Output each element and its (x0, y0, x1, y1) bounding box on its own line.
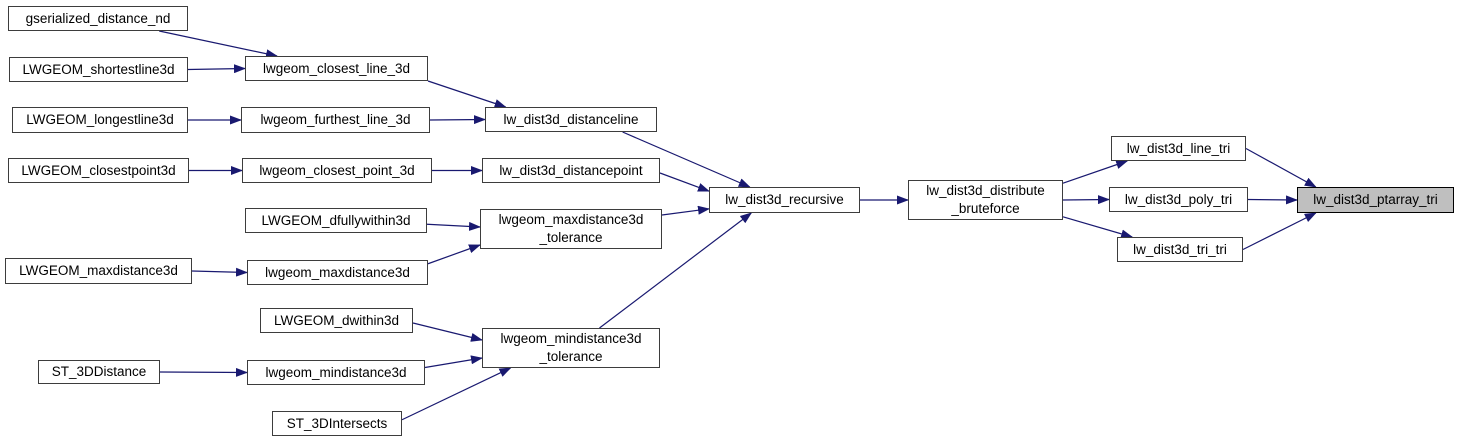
graph-node-LWGEOM_longestline3d[interactable]: LWGEOM_longestline3d (12, 107, 188, 133)
graph-node-LWGEOM_maxdistance3d[interactable]: LWGEOM_maxdistance3d (5, 258, 192, 284)
edge-LWGEOM_shortestline3d-to-lwgeom_closest_line_3d (187, 64, 246, 74)
edge-lwgeom_maxdistance3d-to-lwgeom_maxdistance3d_tolerance (427, 244, 481, 265)
edge-lw_dist3d_distribute_bruteforce-to-lw_dist3d_poly_tri (1062, 195, 1110, 205)
edge-lwgeom_furthest_line_3d-to-lw_dist3d_distanceline (429, 115, 486, 125)
edge-LWGEOM_dfullywithin3d-to-lwgeom_maxdistance3d_tolerance (426, 221, 481, 231)
edge-lw_dist3d_distancepoint-to-lw_dist3d_recursive (659, 172, 710, 192)
graph-node-lw_dist3d_line_tri[interactable]: lw_dist3d_line_tri (1111, 136, 1246, 161)
graph-node-lw_dist3d_distanceline[interactable]: lw_dist3d_distanceline (485, 107, 657, 132)
edge-ST_3DIntersects-to-lwgeom_mindistance3d_tolerance (401, 367, 512, 421)
edge-lw_dist3d_tri_tri-to-lw_dist3d_ptarray_tri (1242, 212, 1317, 251)
graph-node-lw_dist3d_distancepoint[interactable]: lw_dist3d_distancepoint (482, 158, 660, 183)
graph-node-lw_dist3d_ptarray_tri: lw_dist3d_ptarray_tri (1297, 187, 1454, 213)
graph-node-lw_dist3d_tri_tri[interactable]: lw_dist3d_tri_tri (1117, 237, 1243, 262)
graph-node-lwgeom_mindistance3d_tolerance[interactable]: lwgeom_mindistance3d _tolerance (482, 328, 660, 368)
edge-lw_dist3d_distribute_bruteforce-to-lw_dist3d_tri_tri (1062, 216, 1134, 239)
edge-lwgeom_maxdistance3d_tolerance-to-lw_dist3d_recursive (661, 205, 710, 216)
graph-node-lwgeom_closest_point_3d[interactable]: lwgeom_closest_point_3d (242, 158, 432, 183)
edge-LWGEOM_dwithin3d-to-lwgeom_mindistance3d_tolerance (412, 322, 483, 342)
edge-lw_dist3d_distribute_bruteforce-to-lw_dist3d_line_tri (1062, 160, 1129, 184)
graph-node-LWGEOM_shortestline3d[interactable]: LWGEOM_shortestline3d (9, 57, 188, 82)
edge-lwgeom_mindistance3d-to-lwgeom_mindistance3d_tolerance (424, 355, 483, 369)
edge-lwgeom_closest_line_3d-to-lw_dist3d_distanceline (427, 80, 507, 108)
edge-lw_dist3d_line_tri-to-lw_dist3d_ptarray_tri (1245, 147, 1317, 188)
graph-node-lwgeom_maxdistance3d[interactable]: lwgeom_maxdistance3d (247, 260, 428, 285)
graph-node-LWGEOM_closestpoint3d[interactable]: LWGEOM_closestpoint3d (8, 158, 189, 183)
edge-ST_3DDistance-to-lwgeom_mindistance3d (159, 367, 248, 377)
graph-node-LWGEOM_dfullywithin3d[interactable]: LWGEOM_dfullywithin3d (245, 208, 427, 233)
graph-node-lw_dist3d_recursive[interactable]: lw_dist3d_recursive (709, 187, 860, 213)
graph-node-ST_3DDistance[interactable]: ST_3DDistance (38, 360, 160, 384)
graph-node-lwgeom_closest_line_3d[interactable]: lwgeom_closest_line_3d (245, 56, 428, 81)
graph-node-lwgeom_maxdistance3d_tolerance[interactable]: lwgeom_maxdistance3d _tolerance (480, 209, 662, 249)
graph-node-lw_dist3d_poly_tri[interactable]: lw_dist3d_poly_tri (1109, 187, 1248, 212)
edge-gserialized_distance_nd-to-lwgeom_closest_line_3d (159, 30, 279, 59)
edge-LWGEOM_maxdistance3d-to-lwgeom_maxdistance3d (191, 267, 248, 277)
edge-lwgeom_mindistance3d_tolerance-to-lw_dist3d_recursive (599, 212, 753, 329)
edge-lw_dist3d_distanceline-to-lw_dist3d_recursive (622, 131, 751, 188)
graph-node-gserialized_distance_nd[interactable]: gserialized_distance_nd (8, 6, 188, 31)
graph-node-lwgeom_furthest_line_3d[interactable]: lwgeom_furthest_line_3d (241, 107, 430, 133)
graph-node-ST_3DIntersects[interactable]: ST_3DIntersects (272, 411, 402, 436)
graph-node-LWGEOM_dwithin3d[interactable]: LWGEOM_dwithin3d (260, 308, 413, 333)
graph-node-lwgeom_mindistance3d[interactable]: lwgeom_mindistance3d (247, 360, 425, 385)
edge-lw_dist3d_poly_tri-to-lw_dist3d_ptarray_tri (1247, 195, 1298, 205)
graph-node-lw_dist3d_distribute_bruteforce[interactable]: lw_dist3d_distribute _bruteforce (908, 180, 1063, 220)
